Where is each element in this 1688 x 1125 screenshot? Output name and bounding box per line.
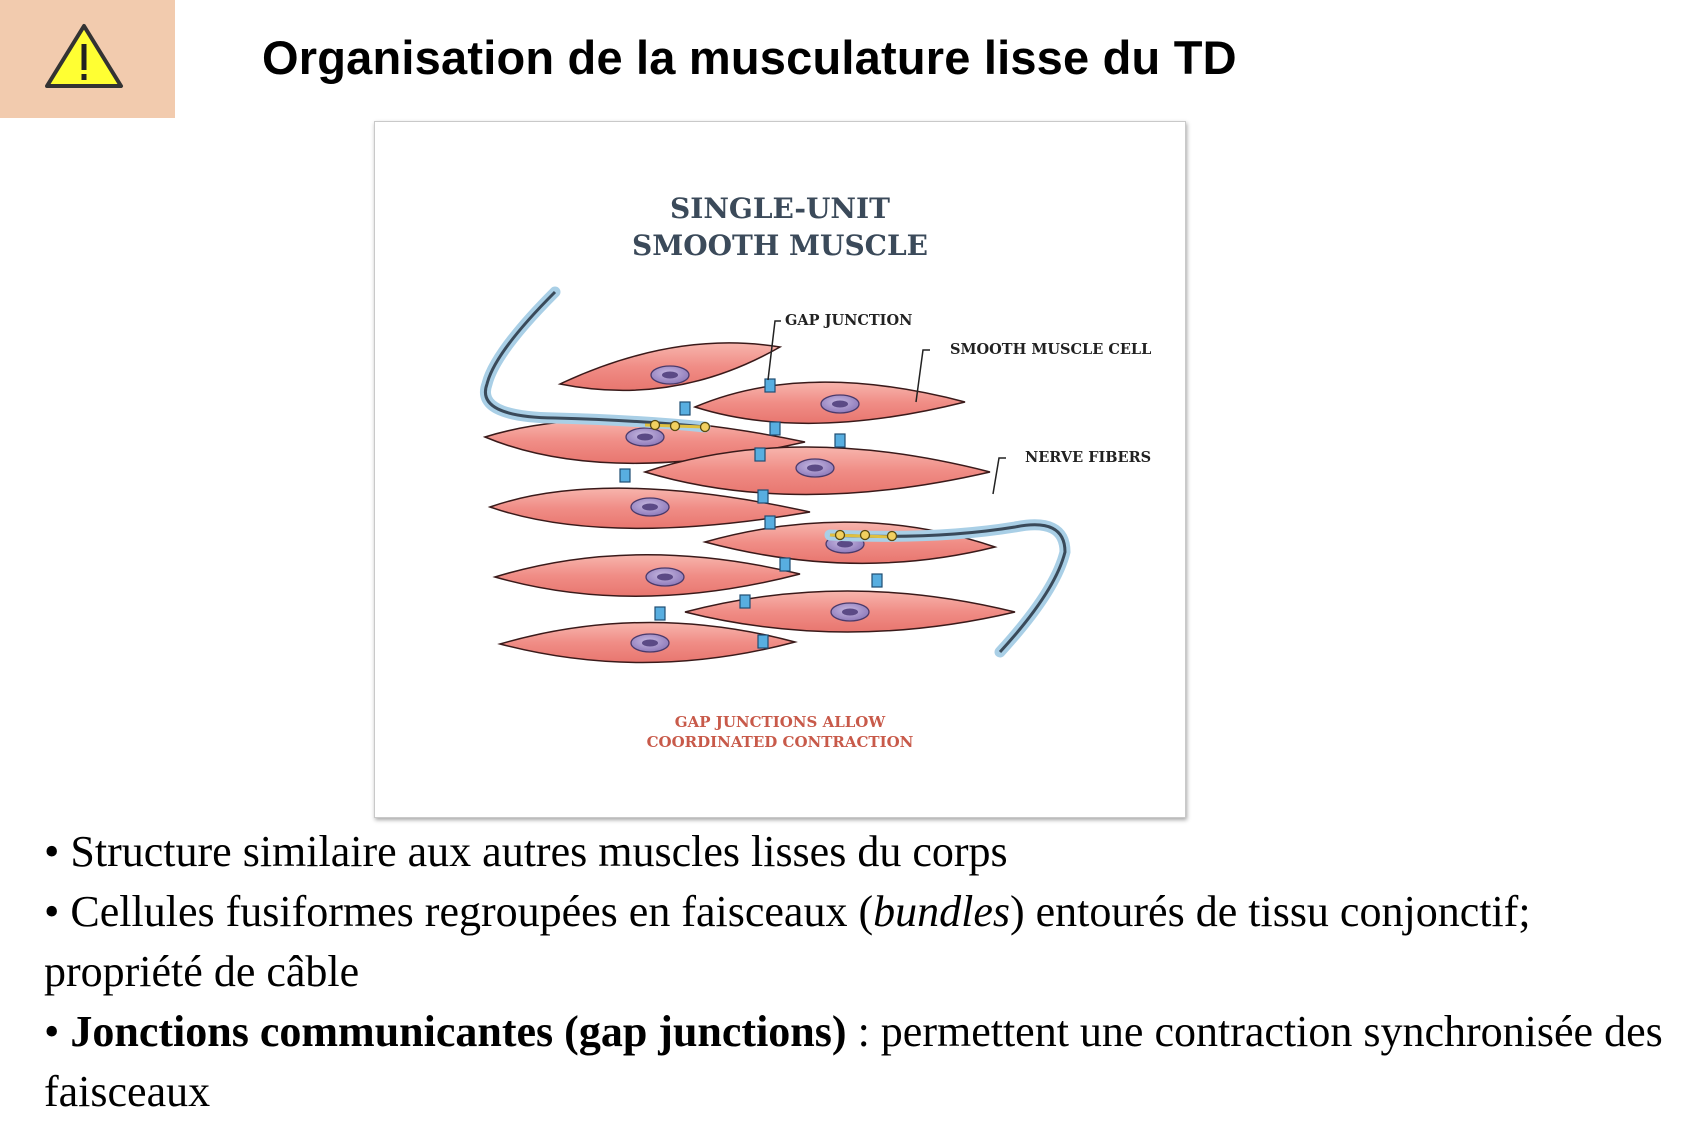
gap-junction (739, 594, 751, 609)
gap-junction (679, 401, 691, 416)
warning-box (0, 0, 175, 118)
gap-junction (757, 634, 769, 649)
gap-junction (769, 421, 781, 436)
bullet-item: • Structure similaire aux autres muscles… (44, 827, 1008, 876)
gap-junctions (619, 378, 883, 649)
gap-junction (654, 606, 666, 621)
bullet-item: • Cellules fusiformes regroupées en fais… (44, 887, 1531, 996)
gap-junction (871, 573, 883, 588)
smooth-muscle-diagram: SINGLE-UNIT SMOOTH MUSCLE (374, 121, 1186, 818)
gap-junction (754, 447, 766, 462)
gap-junction (779, 557, 791, 572)
gap-junction (619, 468, 631, 483)
caption-line2: COORDINATED CONTRACTION (647, 733, 914, 751)
diagram-title-line1: SINGLE-UNIT (670, 192, 890, 225)
diagram-title-line2: SMOOTH MUSCLE (632, 229, 928, 262)
warning-triangle-icon (45, 24, 123, 88)
gap-junction (764, 378, 776, 393)
smooth-muscle-cells (482, 342, 1016, 664)
label-smooth-muscle-cell: SMOOTH MUSCLE CELL (950, 341, 1151, 358)
caption-line1: GAP JUNCTIONS ALLOW (675, 713, 887, 731)
page-title: Organisation de la musculature lisse du … (262, 31, 1237, 84)
gap-junction (764, 515, 776, 530)
bullet-list: • Structure similaire aux autres muscles… (44, 822, 1664, 1122)
label-gap-junction: GAP JUNCTION (785, 312, 912, 329)
gap-junction (834, 433, 846, 448)
gap-junction (757, 489, 769, 504)
bullet-item: • Jonctions communicantes (gap junctions… (44, 1007, 1663, 1116)
label-nerve-fibers: NERVE FIBERS (1025, 449, 1151, 466)
